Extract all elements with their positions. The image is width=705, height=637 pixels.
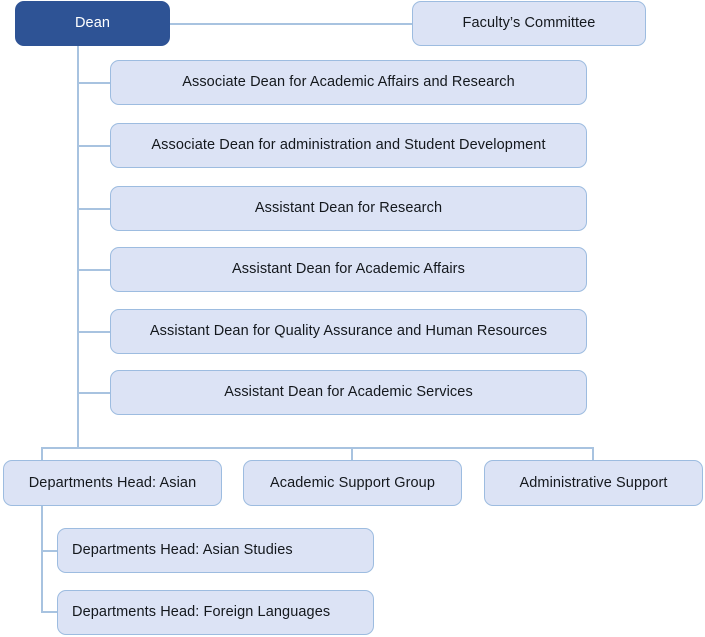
node-asst-dean-research[interactable]: Assistant Dean for Research bbox=[110, 186, 587, 231]
connector-bus-drop-academic-support-group bbox=[351, 447, 353, 461]
node-asst-dean-academic-services-label: Assistant Dean for Academic Services bbox=[224, 384, 473, 401]
connector-bus-drop-administrative-support bbox=[592, 447, 594, 461]
connector-stub-asst-academic-affairs bbox=[77, 269, 111, 271]
node-asst-dean-quality-assurance-hr-label: Assistant Dean for Quality Assurance and… bbox=[149, 323, 548, 340]
connector-stub-assoc-administration-student-development bbox=[77, 145, 111, 147]
node-departments-head-asian-studies-label: Departments Head: Asian Studies bbox=[72, 542, 293, 559]
connector-dean-trunk bbox=[77, 45, 79, 449]
node-asst-dean-academic-affairs-label: Assistant Dean for Academic Affairs bbox=[232, 261, 465, 278]
node-dean[interactable]: Dean bbox=[15, 1, 170, 46]
node-asst-dean-academic-services[interactable]: Assistant Dean for Academic Services bbox=[110, 370, 587, 415]
node-departments-head-foreign-languages-label: Departments Head: Foreign Languages bbox=[72, 604, 331, 621]
connector-stub-departments-head-foreign-languages bbox=[41, 611, 58, 613]
connector-stub-departments-head-asian-studies bbox=[41, 550, 58, 552]
node-departments-head-foreign-languages[interactable]: Departments Head: Foreign Languages bbox=[57, 590, 374, 635]
node-academic-support-group[interactable]: Academic Support Group bbox=[243, 460, 462, 506]
node-asst-dean-quality-assurance-hr[interactable]: Assistant Dean for Quality Assurance and… bbox=[110, 309, 587, 354]
node-assoc-dean-administration-student-development[interactable]: Associate Dean for administration and St… bbox=[110, 123, 587, 168]
node-dean-label: Dean bbox=[74, 15, 111, 32]
node-assoc-dean-academic-affairs-research[interactable]: Associate Dean for Academic Affairs and … bbox=[110, 60, 587, 105]
node-departments-head-asian-studies[interactable]: Departments Head: Asian Studies bbox=[57, 528, 374, 573]
node-assoc-dean-administration-student-development-label: Associate Dean for administration and St… bbox=[151, 137, 546, 154]
node-faculty-committee-label: Faculty’s Committee bbox=[462, 15, 596, 32]
node-asst-dean-academic-affairs[interactable]: Assistant Dean for Academic Affairs bbox=[110, 247, 587, 292]
node-administrative-support[interactable]: Administrative Support bbox=[484, 460, 703, 506]
connector-stub-asst-academic-services bbox=[77, 392, 111, 394]
connector-departments-head-asian-trunk bbox=[41, 506, 43, 613]
node-assoc-dean-academic-affairs-research-label: Associate Dean for Academic Affairs and … bbox=[182, 74, 515, 91]
connector-stub-assoc-academic-affairs-research bbox=[77, 82, 111, 84]
node-departments-head-asian[interactable]: Departments Head: Asian bbox=[3, 460, 222, 506]
connector-bus-drop-departments-head-asian bbox=[41, 447, 43, 461]
connector-stub-asst-quality-assurance-hr bbox=[77, 331, 111, 333]
connector-dean-to-faculty-committee bbox=[170, 23, 413, 25]
connector-stub-asst-research bbox=[77, 208, 111, 210]
node-departments-head-asian-label: Departments Head: Asian bbox=[28, 474, 197, 491]
node-administrative-support-label: Administrative Support bbox=[519, 474, 668, 491]
node-academic-support-group-label: Academic Support Group bbox=[269, 474, 435, 491]
node-asst-dean-research-label: Assistant Dean for Research bbox=[254, 200, 443, 217]
node-faculty-committee[interactable]: Faculty’s Committee bbox=[412, 1, 646, 46]
connector-bottom-bus bbox=[41, 447, 594, 449]
